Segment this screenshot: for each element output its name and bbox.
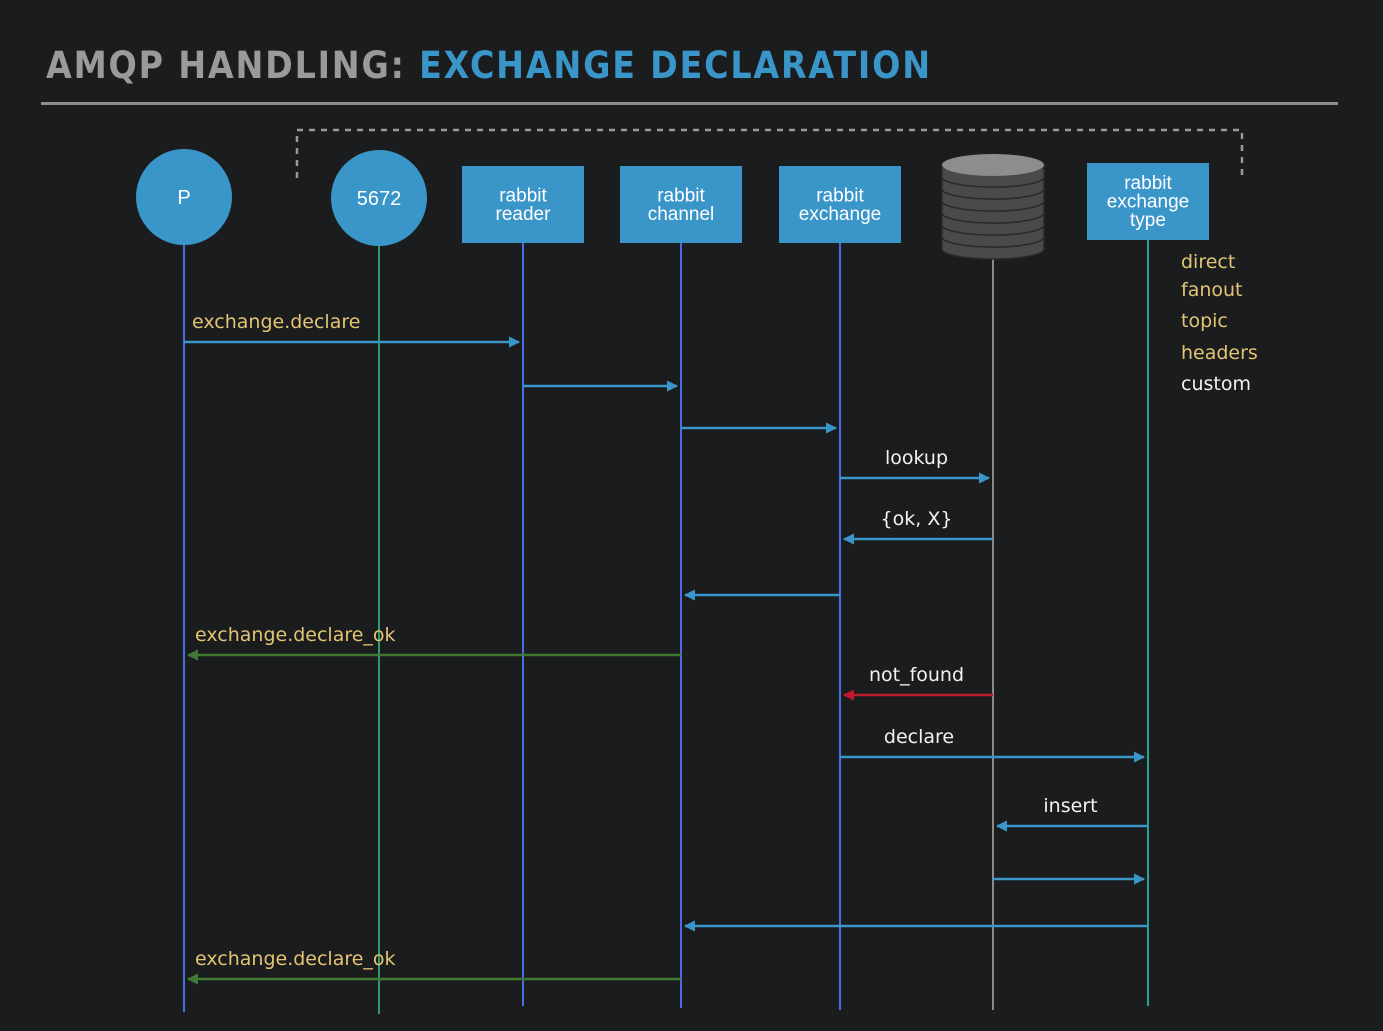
message-label: lookup [885, 447, 948, 469]
message-arrow: exchange.declare_ok [186, 948, 681, 985]
participant-box [1087, 163, 1209, 240]
message-label: insert [1043, 795, 1097, 817]
message-arrow: declare [840, 726, 1146, 763]
message-arrow: lookup [840, 447, 991, 484]
exchange-type-custom: custom [1181, 373, 1251, 395]
participant-database [941, 154, 1045, 260]
message-arrow: exchange.declare [184, 311, 521, 348]
title-divider [41, 102, 1338, 105]
participant-box [462, 166, 584, 243]
slide-title: AMQP HANDLING: EXCHANGE DECLARATION [46, 44, 932, 87]
participant-label: P [177, 187, 190, 209]
message-arrow: {ok, X} [842, 508, 993, 545]
title-prefix: AMQP HANDLING: [46, 44, 406, 87]
messages: exchange.declare lookup {ok, X} exchange.de… [184, 311, 1148, 985]
message-label: exchange.declare_ok [195, 948, 396, 970]
exchange-type-direct: direct [1181, 251, 1235, 273]
exchange-type-headers: headers [1181, 342, 1258, 364]
participant-box [620, 166, 742, 243]
participant-circle [136, 149, 232, 245]
message-label: exchange.declare_ok [195, 624, 396, 646]
database-icon [942, 154, 1044, 176]
title-main: EXCHANGE DECLARATION [419, 44, 932, 87]
message-arrow: not_found [842, 664, 993, 701]
lifelines [183, 240, 1149, 1014]
exchange-type-list: direct fanout topic headers custom [1181, 251, 1258, 395]
participant-box [779, 166, 901, 243]
participant-group-bracket [295, 128, 1244, 178]
participant-label: 5672 [357, 188, 402, 210]
exchange-type-fanout: fanout [1181, 279, 1243, 301]
message-arrow: exchange.declare_ok [186, 624, 681, 661]
message-label: declare [884, 726, 954, 748]
participant-circle [331, 150, 427, 246]
exchange-type-topic: topic [1181, 310, 1228, 332]
message-label: not_found [869, 664, 964, 686]
message-label: {ok, X} [881, 508, 953, 530]
participant-port: 5672 [331, 150, 427, 246]
participant-producer: P [136, 149, 232, 245]
message-arrow: insert [995, 795, 1148, 832]
message-label: exchange.declare [192, 311, 360, 333]
